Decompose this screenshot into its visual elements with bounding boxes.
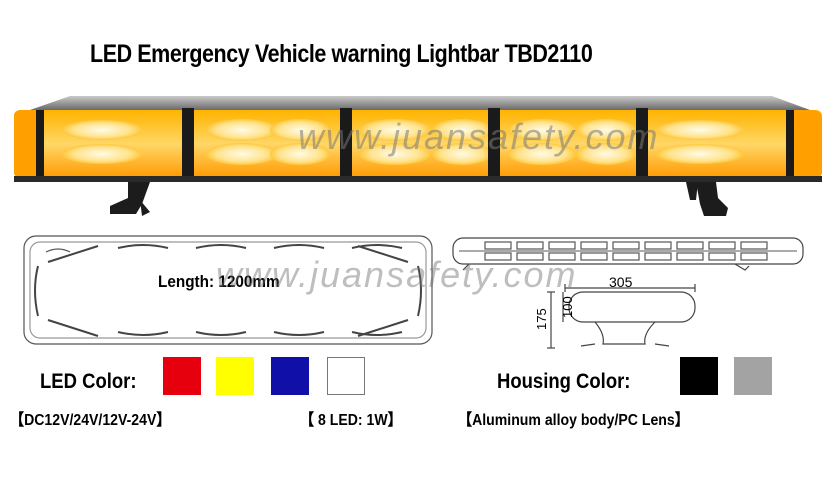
housing-color-label: Housing Color: [497,370,631,393]
spec-led: 【 8 LED: 1W】 [300,412,402,429]
watermark-bottom: www.juansafety.com [216,254,578,295]
bottom-row-leds [117,331,403,336]
spec-voltage: 【DC12V/24V/12V-24V】 [10,412,171,429]
lightbar-photo [14,96,822,216]
led-modules [62,119,744,165]
lightbar-separators [36,108,794,182]
top-row-leds [45,244,403,253]
lightbar-top-cover [30,96,810,110]
top-view-drawing [23,235,433,345]
watermark-top: www.juansafety.com [298,116,660,157]
dimension-bar-height: 100 [560,296,575,318]
length-label: Length: 1200mm [158,272,280,291]
led-swatch-white [327,357,365,395]
led-color-label: LED Color: [40,370,137,393]
dimension-width: 305 [609,274,633,290]
housing-swatch-gray [734,357,772,395]
led-swatch-red [163,357,201,395]
led-swatch-blue [271,357,309,395]
led-swatch-yellow [216,357,254,395]
mounting-brackets [110,182,728,216]
side-view-drawing [452,237,804,349]
page-title: LED Emergency Vehicle warning Lightbar T… [90,40,593,68]
spec-body: 【Aluminum alloy body/PC Lens】 [458,412,689,429]
housing-swatch-black [680,357,718,395]
dimension-total-height: 175 [534,308,549,330]
